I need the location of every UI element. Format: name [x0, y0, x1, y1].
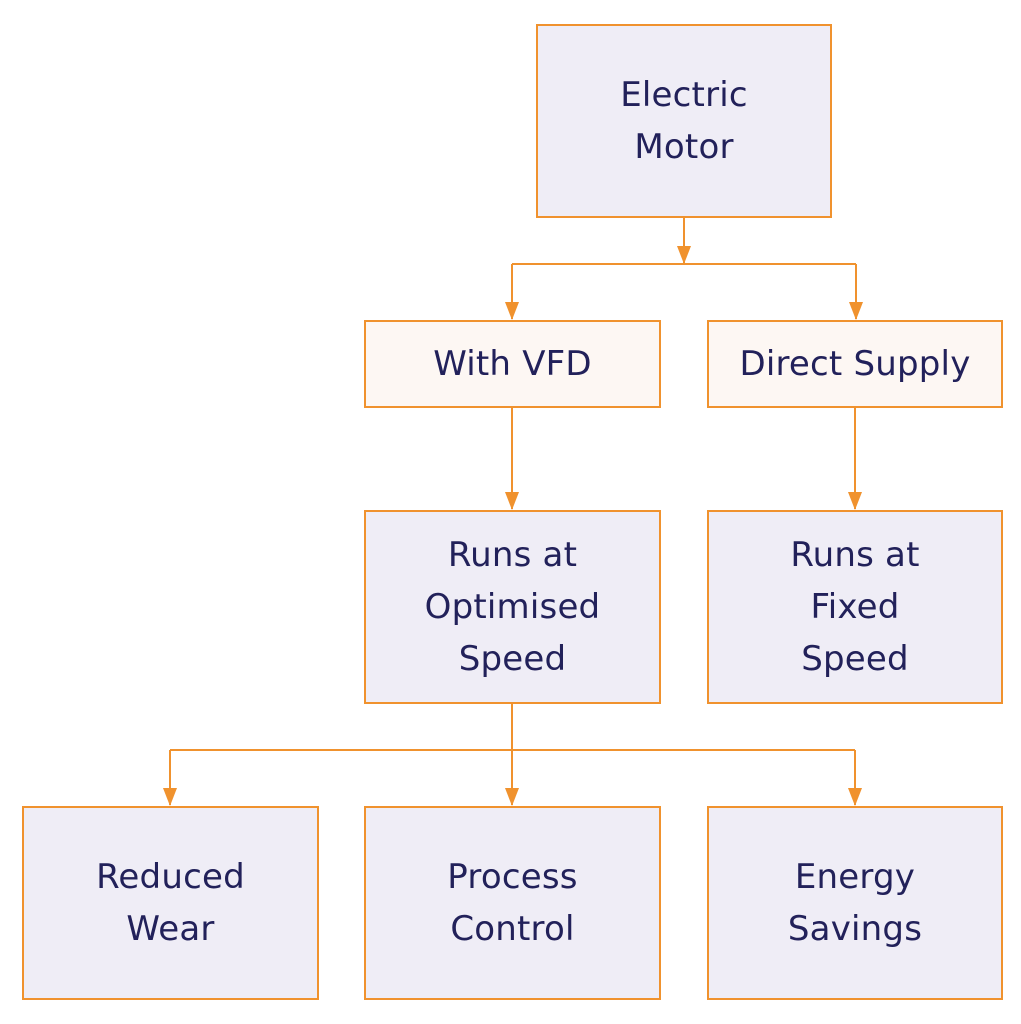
- node-fixed-speed: Runs at Fixed Speed: [707, 510, 1003, 704]
- node-label: Energy Savings: [787, 857, 923, 949]
- node-label: Process Control: [447, 857, 578, 949]
- node-label: Reduced Wear: [96, 857, 245, 949]
- node-with-vfd: With VFD: [364, 320, 661, 408]
- node-reduced-wear: Reduced Wear: [22, 806, 319, 1000]
- node-label: Direct Supply: [739, 344, 971, 384]
- node-electric-motor: Electric Motor: [536, 24, 832, 218]
- node-label: With VFD: [433, 344, 592, 384]
- node-direct-supply: Direct Supply: [707, 320, 1003, 408]
- node-label: Electric Motor: [620, 75, 748, 167]
- node-label: Runs at Fixed Speed: [790, 535, 920, 679]
- node-process-control: Process Control: [364, 806, 661, 1000]
- node-label: Runs at Optimised Speed: [424, 535, 601, 679]
- node-optimised-speed: Runs at Optimised Speed: [364, 510, 661, 704]
- node-energy-savings: Energy Savings: [707, 806, 1003, 1000]
